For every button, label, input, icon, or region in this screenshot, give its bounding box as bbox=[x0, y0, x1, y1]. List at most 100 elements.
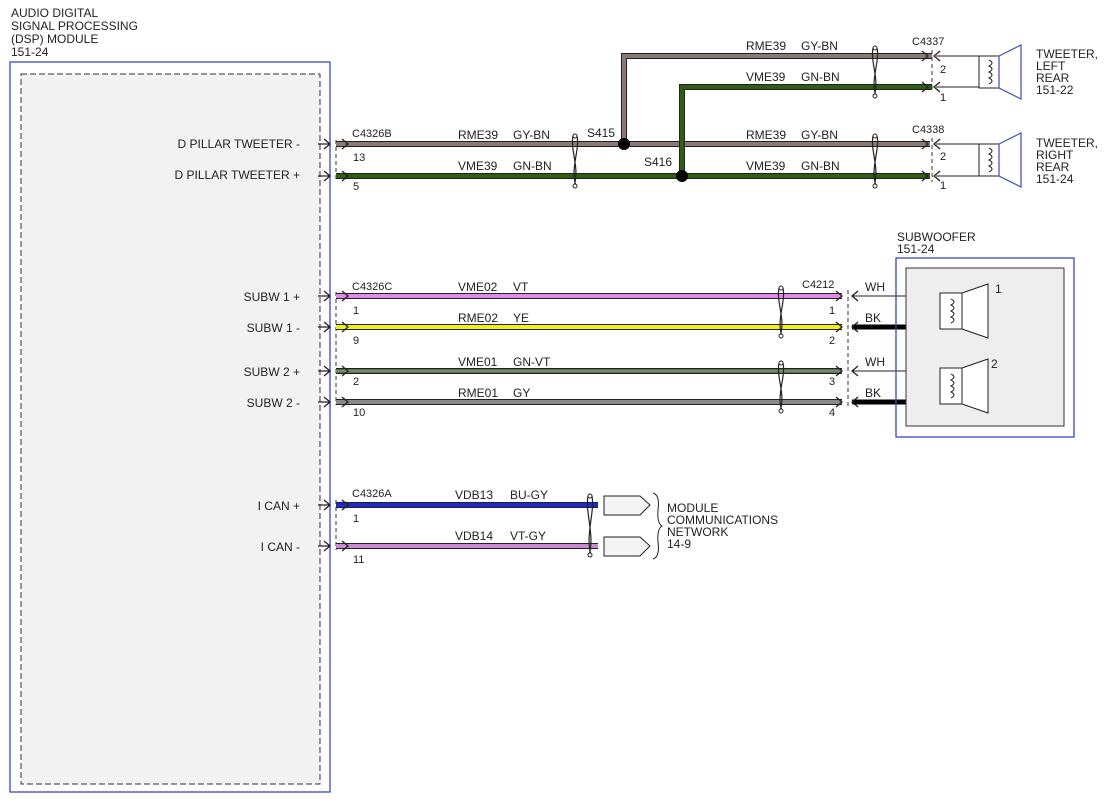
wire-vme39-right-color: GN-BN bbox=[801, 159, 840, 173]
tweeter-left-line-4: 151-22 bbox=[1036, 83, 1074, 97]
c4338-label: C4338 bbox=[912, 124, 944, 136]
arrow-c4337-2 bbox=[921, 50, 941, 62]
component-pin-arrows bbox=[835, 50, 941, 408]
c4326b-pin-5: 5 bbox=[353, 181, 359, 193]
wire-rme39-main-color: GY-BN bbox=[513, 128, 550, 142]
c4212-pin-4: 4 bbox=[829, 407, 835, 419]
tweeter-left-cone bbox=[998, 44, 1022, 100]
c4326b-label: C4326B bbox=[352, 128, 392, 140]
wire-vdb14-color: VT-GY bbox=[510, 529, 546, 543]
arrow-ican-neg bbox=[318, 540, 350, 552]
wire-rme02-circuit: RME02 bbox=[458, 311, 498, 325]
tweeter-right-line-1: TWEETER, bbox=[1036, 136, 1098, 150]
wire-vme39-right-circuit: VME39 bbox=[746, 159, 786, 173]
wire-rme01-circuit: RME01 bbox=[458, 386, 498, 400]
dsp-module-title-line-2: SIGNAL PROCESSING bbox=[11, 19, 138, 33]
module-pin-arrows bbox=[318, 138, 350, 552]
subwoofer-title: SUBWOOFER bbox=[897, 230, 976, 244]
network-line-2: COMMUNICATIONS bbox=[667, 513, 778, 527]
arrow-c4338-1 bbox=[921, 170, 941, 182]
c4212-label: C4212 bbox=[802, 279, 834, 291]
splice-s415-label: S415 bbox=[587, 126, 615, 140]
twist-sub1-bottom bbox=[778, 333, 784, 339]
wire-vme02-circuit: VME02 bbox=[458, 280, 498, 294]
sub-coil2-label: 2 bbox=[991, 357, 998, 371]
c4326c-pin-2: 2 bbox=[353, 376, 359, 388]
sub-coil1-label: 1 bbox=[995, 282, 1002, 296]
sub-lead-wh-1-label: WH bbox=[865, 280, 885, 294]
c4212-pin-3: 3 bbox=[829, 376, 835, 388]
wire-rme01-color: GY bbox=[513, 386, 530, 400]
wire-rme39-right-color: GY-BN bbox=[801, 128, 838, 142]
arrow-subw1-neg bbox=[318, 321, 350, 333]
wire-vdb14-circuit: VDB14 bbox=[455, 529, 493, 543]
sub-lead-bk-2-label: BK bbox=[865, 386, 881, 400]
dsp-module-inner bbox=[20, 73, 321, 785]
twist-end-top bbox=[572, 133, 578, 139]
arrow-d-pillar-neg bbox=[318, 138, 350, 150]
sub-coil1-coil bbox=[949, 298, 955, 324]
subwoofer-component: SUBWOOFER 151-24 1 2 bbox=[895, 230, 1075, 438]
can-circuit: C4326A 1 11 VDB13 BU-GY VDB14 VT-GY MODU… bbox=[336, 488, 778, 566]
twist-mark-sub1 bbox=[777, 287, 785, 337]
c4326c-label: C4326C bbox=[352, 281, 392, 293]
network-line-1: MODULE bbox=[667, 501, 718, 515]
twist-sub2-top bbox=[778, 360, 784, 366]
c4337-pin-2: 2 bbox=[940, 64, 946, 76]
dsp-module-outline bbox=[9, 61, 331, 793]
can-arrow-top bbox=[603, 495, 651, 516]
wire-vme39-left-circuit: VME39 bbox=[746, 70, 786, 84]
c4337-pin-1: 1 bbox=[940, 92, 946, 104]
sub-coil2-cone bbox=[961, 358, 989, 414]
twist-can-top bbox=[587, 493, 593, 499]
arrow-c4337-1 bbox=[921, 81, 941, 93]
c4326a-pin-11: 11 bbox=[353, 554, 364, 566]
wire-rme39-right-circuit: RME39 bbox=[746, 128, 786, 142]
c4326c-pin-10: 10 bbox=[353, 407, 365, 419]
tweeter-circuit: C4326B 13 5 RME39 GY-BN VME39 GN-BN S415… bbox=[336, 36, 986, 193]
tweeter-left-line-2: LEFT bbox=[1036, 59, 1066, 73]
tweeter-right-coil bbox=[987, 147, 993, 173]
tweeter-left-line-1: TWEETER, bbox=[1036, 47, 1098, 61]
splice-s415-dot bbox=[618, 138, 630, 150]
sub-lead-wh-2-label: WH bbox=[865, 355, 885, 369]
network-line-3: NETWORK bbox=[667, 525, 728, 539]
pin-label-subw2-neg: SUBW 2 - bbox=[247, 396, 300, 410]
pin-label-ican-pos: I CAN + bbox=[258, 499, 300, 513]
c4337-label: C4337 bbox=[912, 36, 944, 48]
wire-vme01-circuit: VME01 bbox=[458, 355, 498, 369]
wire-rme39-left-color: GY-BN bbox=[801, 39, 838, 53]
arrow-subw2-pos bbox=[318, 365, 350, 377]
dsp-module-title-line-1: AUDIO DIGITAL bbox=[11, 6, 98, 20]
arrow-subw2-neg bbox=[318, 396, 350, 408]
sub-coil1-cone bbox=[961, 283, 989, 339]
pin-label-d-pillar-tweeter-pos: D PILLAR TWEETER + bbox=[175, 168, 300, 182]
c4326c-pin-9: 9 bbox=[353, 335, 359, 347]
c4326a-label: C4326A bbox=[352, 488, 392, 500]
pin-label-subw2-pos: SUBW 2 + bbox=[244, 365, 300, 379]
splice-s416-dot bbox=[676, 170, 688, 182]
tweeter-right-line-2: RIGHT bbox=[1036, 148, 1074, 162]
twist-can-bottom bbox=[587, 552, 593, 558]
wire-rme39-main-circuit: RME39 bbox=[458, 128, 498, 142]
tweeter-right-cone bbox=[998, 132, 1022, 188]
sub-lead-bk-1-label: BK bbox=[865, 311, 881, 325]
dsp-module-title-line-4: 151-24 bbox=[11, 45, 49, 59]
arrow-c4212-4 bbox=[835, 396, 859, 408]
twist-mark-right bbox=[871, 135, 879, 187]
network-line-4: 14-9 bbox=[667, 537, 691, 551]
pin-label-d-pillar-tweeter-neg: D PILLAR TWEETER - bbox=[178, 137, 300, 151]
wire-vme39-main-circuit: VME39 bbox=[458, 159, 498, 173]
twist-right-top bbox=[872, 133, 878, 139]
arrow-ican-pos bbox=[318, 499, 350, 511]
twist-mark-left bbox=[871, 47, 879, 97]
network-bracket bbox=[652, 492, 663, 560]
wire-vdb13-circuit: VDB13 bbox=[455, 488, 493, 502]
c4326b-pin-13: 13 bbox=[353, 152, 365, 164]
pin-label-subw1-neg: SUBW 1 - bbox=[247, 321, 300, 335]
twist-mark-can bbox=[586, 495, 594, 556]
c4212-pin-1: 1 bbox=[829, 305, 835, 317]
dsp-module: AUDIO DIGITAL SIGNAL PROCESSING (DSP) MO… bbox=[9, 6, 331, 793]
arrow-d-pillar-pos bbox=[318, 170, 350, 182]
